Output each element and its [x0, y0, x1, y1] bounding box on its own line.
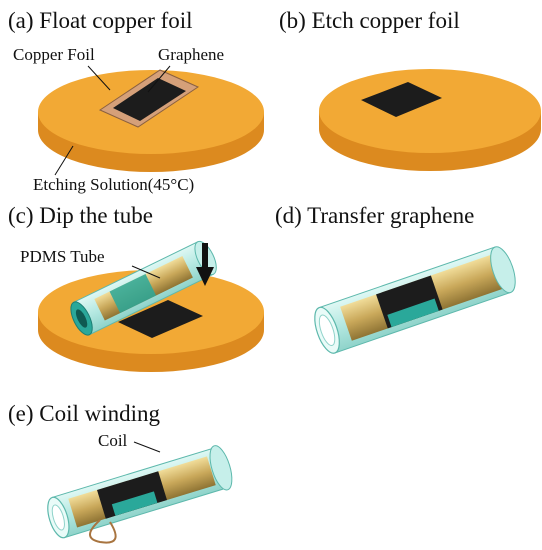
pdms-tube-e: [47, 443, 233, 539]
panel-a: (a) Float copper foil Copper Foil Graphe…: [8, 8, 264, 194]
etching-solution-label: Etching Solution(45°C): [33, 175, 194, 194]
pdms-tube-leader: [131, 265, 161, 279]
graphene-label: Graphene: [158, 45, 224, 64]
graphene-leader: [147, 65, 171, 93]
pdms-tube-label: PDMS Tube: [20, 247, 105, 266]
etching-dish-b: [319, 69, 541, 171]
copper-foil-label: Copper Foil: [13, 45, 95, 64]
panel-a-title: (a) Float copper foil: [8, 8, 193, 33]
panel-d-title: (d) Transfer graphene: [275, 203, 474, 228]
coil-label: Coil: [98, 431, 128, 450]
coil-leader: [133, 441, 161, 453]
panel-e-title: (e) Coil winding: [8, 401, 161, 426]
panel-b: (b) Etch copper foil: [279, 8, 541, 171]
panel-d: (d) Transfer graphene: [275, 203, 516, 354]
panel-b-title: (b) Etch copper foil: [279, 8, 460, 33]
graphene-sheet-a: [113, 78, 186, 121]
graphene-sheet-b: [361, 82, 442, 117]
pdms-tube-c: [70, 240, 217, 336]
panel-c-title: (c) Dip the tube: [8, 203, 153, 228]
panel-c: (c) Dip the tube PDMS Tube: [8, 203, 264, 372]
graphene-sheet-c: [118, 300, 203, 338]
solution-leader: [54, 145, 74, 176]
copper-foil-leader: [87, 65, 111, 91]
pdms-tube-d: [314, 246, 516, 354]
panel-e: (e) Coil winding: [8, 401, 233, 544]
coil-lead-wire: [89, 519, 117, 544]
down-arrow-icon: [196, 243, 214, 286]
